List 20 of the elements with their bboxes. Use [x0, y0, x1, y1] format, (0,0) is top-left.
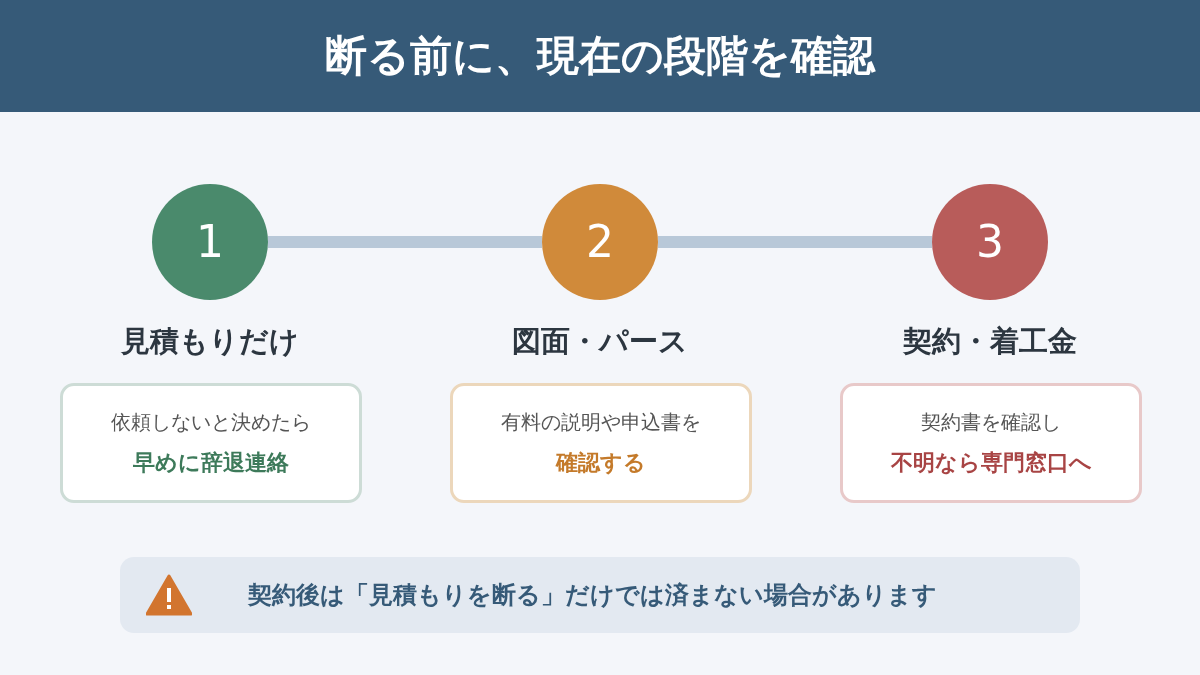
- warning-banner: [120, 557, 1080, 633]
- step-card: [450, 383, 752, 503]
- highlight-text: 早めに辞退連絡: [133, 448, 289, 477]
- highlight-text: 不明なら専門窓口へ: [890, 448, 1092, 477]
- step-circle: 1: [152, 184, 268, 300]
- step-circle: 2: [542, 184, 658, 300]
- step-card: [840, 383, 1142, 503]
- card-text: 有料の説明や申込書を: [501, 408, 701, 436]
- title-text: 断る前に、現在の段階を確認: [324, 30, 877, 82]
- warning-text: 契約後は「見積もりを断る」だけでは済まない場合があります: [248, 580, 937, 611]
- card-text: 契約書を確認し: [921, 408, 1061, 436]
- step-heading: 見積もりだけ: [120, 323, 300, 360]
- card-text: 依頼しないと決めたら: [111, 408, 311, 436]
- step-circle: 3: [932, 184, 1048, 300]
- highlight-text: 確認する: [556, 448, 646, 477]
- step-heading: 契約・着工金: [902, 323, 1078, 360]
- connector-line: [658, 236, 932, 248]
- connector-line: [268, 236, 542, 248]
- step-card: [60, 383, 362, 503]
- step-heading: 図面・パース: [511, 323, 689, 360]
